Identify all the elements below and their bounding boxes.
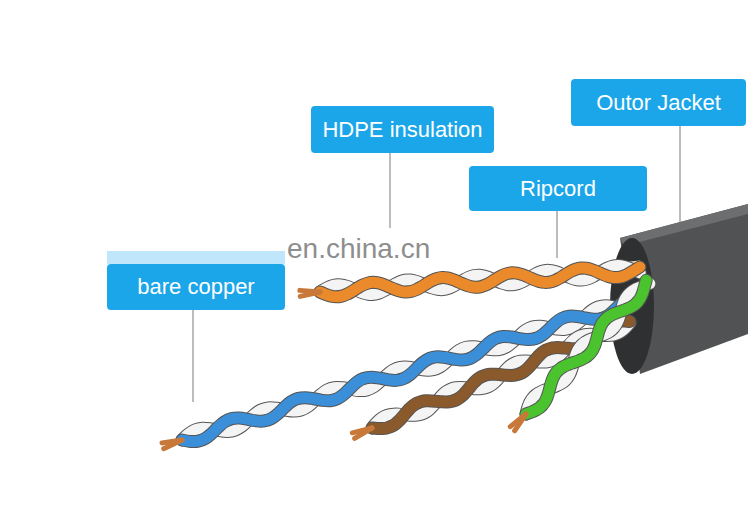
wire-insulation — [320, 267, 640, 297]
copper-conductor — [510, 414, 526, 427]
leader-line — [193, 310, 194, 402]
leader-line — [390, 153, 391, 228]
callout-box: HDPE insulation — [311, 106, 494, 153]
watermark: en.china.cn — [287, 233, 430, 265]
copper-conductor — [162, 440, 182, 443]
leader-line — [680, 126, 681, 222]
callout-text: Outor Jacket — [596, 90, 721, 115]
callout-box: Ripcord — [469, 166, 647, 211]
label-band — [107, 251, 285, 264]
wire-outline — [526, 280, 646, 414]
callout-box: Outor Jacket — [571, 79, 746, 126]
copper-conductor — [352, 428, 372, 433]
wire-outline — [320, 267, 640, 297]
copper-conductor — [300, 290, 320, 292]
callout-text: HDPE insulation — [322, 117, 482, 142]
callout-text: Ripcord — [520, 176, 596, 201]
wire-insulation — [526, 280, 646, 414]
callout-text: bare copper — [137, 274, 254, 299]
leader-line — [557, 211, 558, 258]
callout-box: bare copper — [107, 264, 285, 310]
